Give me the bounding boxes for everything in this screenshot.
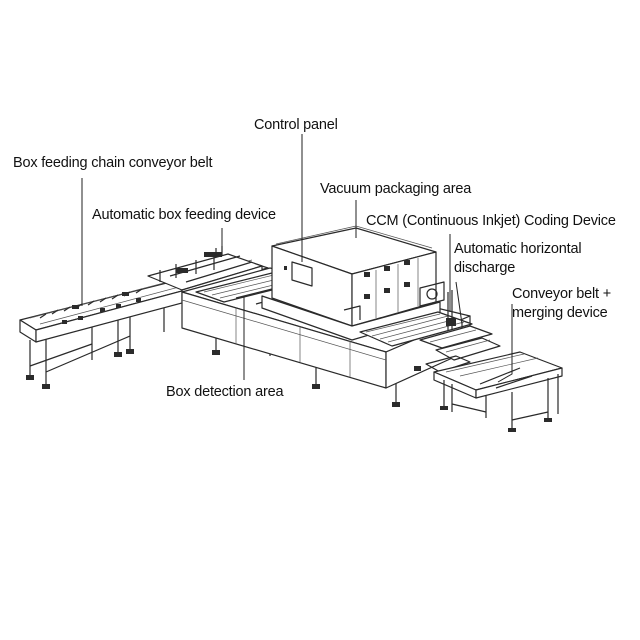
label-conveyor-merge-1: Conveyor belt + <box>512 286 611 302</box>
label-conveyor-merge-2: merging device <box>512 305 608 321</box>
right-conveyor <box>433 351 563 432</box>
label-auto-box-feeding: Automatic box feeding device <box>92 207 276 223</box>
label-auto-horizontal-2: discharge <box>454 260 516 276</box>
label-vacuum-packaging: Vacuum packaging area <box>320 181 472 197</box>
label-auto-horizontal-1: Automatic horizontal <box>454 241 582 257</box>
label-control-panel: Control panel <box>254 117 338 133</box>
discharge-section <box>359 290 501 373</box>
label-box-detection: Box detection area <box>166 384 284 400</box>
vacuum-cabinet <box>261 225 445 341</box>
label-ccm-coding: CCM (Continuous Inkjet) Coding Device <box>366 213 616 229</box>
label-box-feeding-chain: Box feeding chain conveyor belt <box>13 155 213 171</box>
leader-lines <box>81 134 513 383</box>
